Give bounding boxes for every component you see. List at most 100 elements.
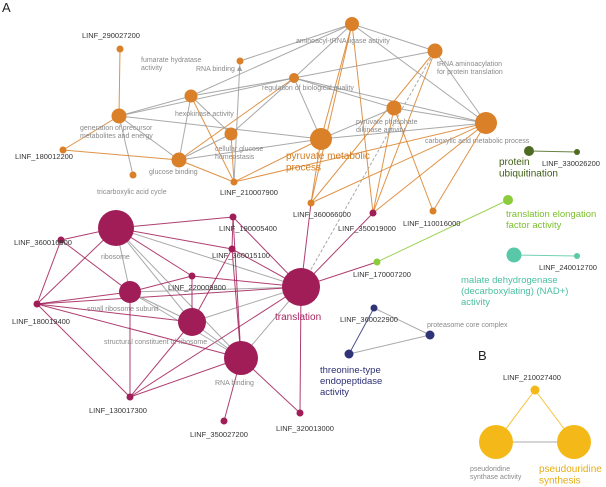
label-proteasome: proteasome core complex <box>427 322 508 329</box>
edge-n_generation-n_glucose <box>118 115 180 161</box>
node-rnabind <box>236 57 244 65</box>
edge-n_glucose-n_cellular <box>178 133 232 161</box>
edge-n_ubiq-n_linf330026 <box>528 150 578 153</box>
edge-n_rnabig-n_linf130017 <box>129 357 242 398</box>
node-tca <box>129 171 137 179</box>
label-linf-240012700: LINF_240012700 <box>539 263 597 272</box>
edge-n_malate-n_linf240012 <box>513 254 578 257</box>
node-elong <box>503 195 513 205</box>
edge-n_aminoacyl-n_rnabind <box>239 23 353 62</box>
label-linf-180019400: LINF_180019400 <box>12 317 70 326</box>
label-tca: tricarboxylic acid cycle <box>97 189 167 196</box>
edge-n_hexokinase-n_glucose <box>178 95 192 161</box>
edge-n_pyruvate_phos-n_linf110016 <box>393 107 434 212</box>
label-linf-290027200: LINF_290027200 <box>82 31 140 40</box>
edge-n_ribosome-n_structural <box>115 227 193 323</box>
label-linf-360022900: LINF_360022900 <box>340 315 398 324</box>
edge-n_translation-n_linf130017 <box>129 286 302 398</box>
edge-n_pyruvate_phos-n_carboxylic <box>393 107 487 124</box>
node-generation <box>111 108 127 124</box>
label-structural: structural constituent of ribosome <box>104 339 207 346</box>
edge-n_linf360022-n_threonine <box>348 307 375 355</box>
edge-n_aminoacyl-n_linf360066 <box>310 23 353 204</box>
node-hexokinase <box>184 89 198 103</box>
edge-n_cellular-n_linf210007 <box>230 133 235 183</box>
node-malate <box>506 247 522 263</box>
edge-n_glucose-n_linf210007 <box>178 159 235 183</box>
node-carboxylic <box>475 112 497 134</box>
edge-n_linf210007-n_rnabind <box>233 60 241 183</box>
edge-n_carboxylic-n_linf210007 <box>233 122 487 183</box>
label-rna-binding-big: RNA binding <box>215 380 254 387</box>
edge-n_aminoacyl-n_pyruvate_met <box>320 23 353 140</box>
edge-n_carboxylic-n_linf360066 <box>310 122 487 204</box>
edge-n_ribosome-n_linf360015 <box>115 227 233 250</box>
edge-n_linf180019-n_linf130017 <box>36 303 131 398</box>
edge-n_translation-n_linf320013 <box>299 286 302 414</box>
edge-n_translation-n_structural <box>191 286 302 323</box>
edge-n_linf190005-n_linf360015 <box>231 216 234 250</box>
label-hexokinase: hexokinase activity <box>175 111 234 118</box>
edge-n_regulation-n_glucose <box>178 77 295 161</box>
panel-label-a: A <box>2 0 11 15</box>
edge-n_carboxylic-n_linf110016 <box>432 122 487 212</box>
node-linf350027 <box>220 417 228 425</box>
node-translation <box>282 268 320 306</box>
node-linf190005 <box>229 213 237 221</box>
node-linf360016 <box>57 236 65 244</box>
edge-n_hexokinase-n_generation <box>118 95 192 117</box>
edge-n_small-n_linf360016 <box>60 239 131 293</box>
label-rna-binding-small: RNA binding <box>196 66 235 73</box>
node-structural <box>178 308 206 336</box>
edge-n_generation-n_pyruvate_met <box>118 115 322 140</box>
label-malate: malate dehydrogenase(decarboxylating) (N… <box>461 275 568 308</box>
label-linf-220009800: LINF_220009800 <box>168 283 226 292</box>
edge-n_aminoacyl-n_trna <box>351 23 436 52</box>
node-proteasome <box>425 330 435 340</box>
node-linf110016 <box>429 207 437 215</box>
edge-n_generation-n_linf180012 <box>62 115 120 151</box>
edge-n_trna-n_regulation <box>293 50 436 79</box>
node-pseudo-syn <box>557 425 591 459</box>
node-regulation <box>289 73 299 83</box>
node-linf290 <box>116 45 124 53</box>
edge-n_regulation-n_generation <box>118 77 295 117</box>
node-pyruvate-met <box>310 128 332 150</box>
edge-n_structural-n_linf130017 <box>129 321 193 398</box>
edge-n_glucose-n_linf180012 <box>62 149 180 161</box>
edge-n_pyruvate_met-n_linf210007 <box>233 138 322 183</box>
node-linf210027 <box>530 385 540 395</box>
node-ribosome <box>98 210 134 246</box>
node-pyruvate-phos <box>386 100 402 116</box>
node-glucose <box>171 152 187 168</box>
edge-n_trna-n_carboxylic <box>434 50 487 124</box>
edge-n_linf360022-n_proteasome <box>373 307 431 336</box>
label-linf-190005400: LINF_190005400 <box>219 224 277 233</box>
node-linf170007 <box>373 258 381 266</box>
edge-n_small-n_linf180019 <box>36 291 131 305</box>
node-trna <box>427 43 443 59</box>
edge-n_hexokinase-n_linf210007 <box>190 95 235 183</box>
edge-n_structural-n_linf180019 <box>36 303 193 323</box>
node-linf360066 <box>307 199 315 207</box>
edge-n_regulation-n_pyruvate_met <box>293 77 322 140</box>
label-aminoacyl: aminoacyl-tRNA ligase activity <box>296 38 390 45</box>
label-glucose-binding: glucose binding <box>149 169 198 176</box>
label-linf-130017300: LINF_130017300 <box>89 406 147 415</box>
node-linf240012 <box>574 253 580 259</box>
node-linf330026 <box>574 149 580 155</box>
node-linf130017 <box>126 393 134 401</box>
node-pseudo-act <box>479 425 513 459</box>
edge-n_ribosome-n_rnabig <box>115 227 242 359</box>
edge-n_aminoacyl-n_hexokinase <box>190 23 353 97</box>
node-linf360022 <box>370 304 378 312</box>
edge-n_generation-n_tca <box>118 115 134 176</box>
label-carboxylic: carboxylic acid metabolic process <box>425 138 530 145</box>
edge-n_translation-n_linf180019 <box>36 286 302 305</box>
